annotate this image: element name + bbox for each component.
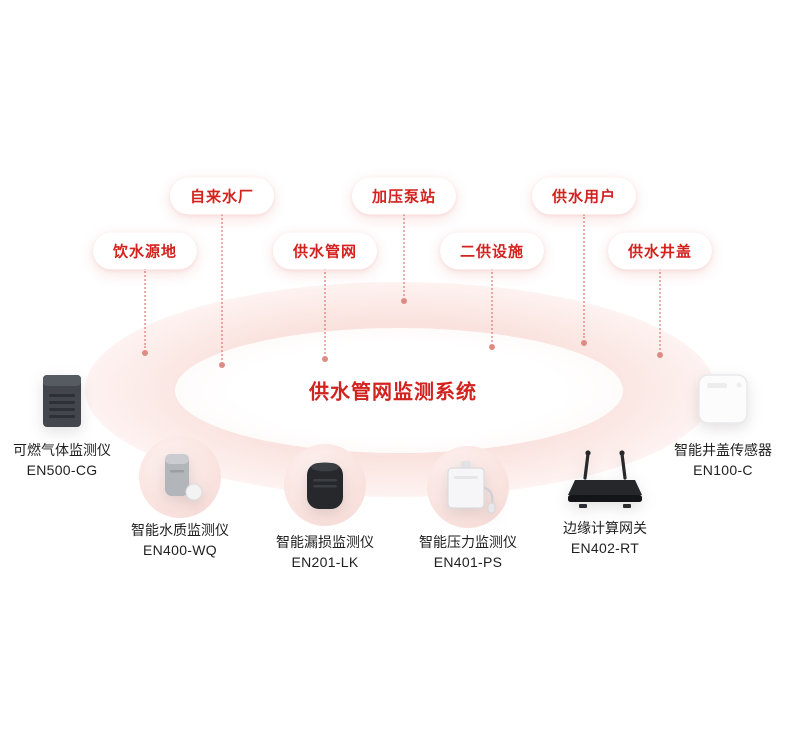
connector-line-secondary-supply <box>489 268 495 350</box>
device-model: EN201-LK <box>291 554 359 570</box>
device-circle <box>284 444 366 526</box>
node-pill-water-source: 饮水源地 <box>92 232 198 270</box>
connector-line-pipe-network <box>322 268 328 362</box>
device-model: EN402-RT <box>570 540 640 556</box>
device-name: 边缘计算网关 <box>563 520 647 536</box>
device-name: 智能漏损监测仪 <box>276 534 374 550</box>
device-pressure-sensor: 智能压力监测仪 EN401-PS <box>393 446 543 571</box>
device-edge-gateway: 边缘计算网关 EN402-RT <box>530 448 680 557</box>
connector-line-water-source <box>142 268 148 356</box>
node-pill-manhole-cover: 供水井盖 <box>607 232 713 270</box>
device-model: EN100-C <box>693 462 753 478</box>
water-quality-sensor-icon <box>149 446 211 508</box>
device-name: 可燃气体监测仪 <box>13 442 111 458</box>
device-name: 智能井盖传感器 <box>674 442 772 458</box>
device-name: 智能压力监测仪 <box>419 534 517 550</box>
connector-line-water-plant <box>219 214 225 368</box>
device-model: EN401-PS <box>433 554 503 570</box>
device-circle <box>139 436 221 518</box>
device-circle <box>427 446 509 528</box>
device-water-quality-sensor: 智能水质监测仪 EN400-WQ <box>105 436 255 559</box>
node-pill-secondary-supply: 二供设施 <box>439 232 545 270</box>
edge-gateway-icon <box>530 448 680 512</box>
node-pill-water-plant: 自来水厂 <box>169 177 275 215</box>
gas-detector-icon <box>0 372 137 430</box>
leak-detector-icon <box>295 455 355 515</box>
connector-line-manhole-cover <box>657 268 663 358</box>
node-pill-pipe-network: 供水管网 <box>272 232 378 270</box>
device-leak-detector: 智能漏损监测仪 EN201-LK <box>250 444 400 571</box>
connector-line-pump-station <box>401 214 407 304</box>
device-model: EN400-WQ <box>143 542 217 558</box>
node-pill-water-users: 供水用户 <box>531 177 637 215</box>
device-name: 智能水质监测仪 <box>131 522 229 538</box>
system-title: 供水管网监测系统 <box>309 381 477 404</box>
device-model: EN500-CG <box>26 462 98 478</box>
connector-line-water-users <box>581 214 587 346</box>
node-pill-pump-station: 加压泵站 <box>351 177 457 215</box>
halo-inner-ellipse <box>175 328 623 453</box>
device-manhole-sensor: 智能井盖传感器 EN100-C <box>648 372 798 479</box>
manhole-sensor-icon <box>648 372 798 426</box>
device-gas-detector: 可燃气体监测仪 EN500-CG <box>0 372 137 479</box>
pressure-sensor-icon <box>437 456 499 518</box>
